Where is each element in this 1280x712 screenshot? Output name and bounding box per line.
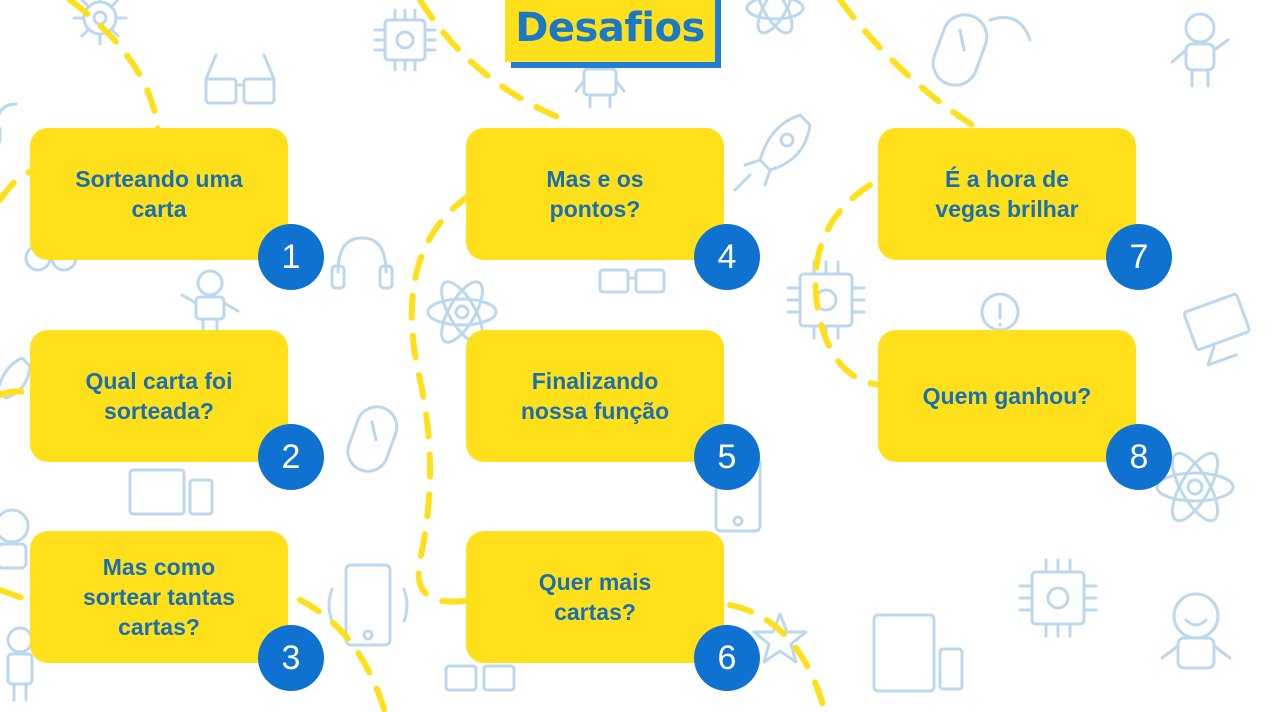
- astronaut-icon: [1160, 592, 1232, 670]
- rocket-icon: [733, 113, 812, 192]
- chip-icon: [786, 260, 866, 340]
- challenge-number-badge: 3: [258, 625, 324, 691]
- challenge-card-6[interactable]: Quer mais cartas?: [466, 531, 724, 663]
- challenge-number-badge: 7: [1106, 224, 1172, 290]
- challenge-card-2[interactable]: Qual carta foi sorteada?: [30, 330, 288, 462]
- star-icon: [752, 612, 808, 664]
- challenge-label: Finalizando nossa função: [520, 368, 670, 424]
- mouse-icon: [931, 13, 1032, 87]
- challenge-number-badge: 4: [694, 224, 760, 290]
- challenge-label: É a hora de vegas brilhar: [935, 166, 1079, 222]
- page-title: Desafios: [515, 5, 705, 51]
- astronaut-icon: [1170, 12, 1230, 88]
- challenge-card-3[interactable]: Mas como sortear tantas cartas?: [30, 531, 288, 663]
- challenge-label: Quer mais cartas?: [538, 569, 652, 625]
- rocket-icon: [0, 356, 32, 400]
- title-banner: Desafios: [505, 0, 721, 68]
- challenge-card-8[interactable]: Quem ganhou?: [878, 330, 1136, 462]
- smartphone-icon: [327, 563, 409, 647]
- challenge-number-badge: 2: [258, 424, 324, 490]
- vr-glasses-icon: [204, 53, 276, 105]
- robot-icon: [180, 269, 240, 333]
- challenge-label: Mas e os pontos?: [546, 166, 644, 222]
- challenge-card-5[interactable]: Finalizando nossa função: [466, 330, 724, 462]
- vr-glasses-icon: [444, 664, 516, 692]
- headphones-icon: [0, 102, 18, 144]
- challenge-card-4[interactable]: Mas e os pontos?: [466, 128, 724, 260]
- robot-icon: [574, 67, 626, 109]
- challenge-number-badge: 1: [258, 224, 324, 290]
- challenge-label: Mas como sortear tantas cartas?: [82, 554, 236, 640]
- challenge-card-7[interactable]: É a hora de vegas brilhar: [878, 128, 1136, 260]
- challenge-number-badge: 8: [1106, 424, 1172, 490]
- monitor-icon: [1182, 292, 1251, 367]
- chip-icon: [373, 8, 437, 72]
- challenge-number-badge: 5: [694, 424, 760, 490]
- astronaut-icon: [0, 508, 30, 570]
- challenge-card-1[interactable]: Sorteando uma carta: [30, 128, 288, 260]
- title-box: Desafios: [505, 0, 715, 62]
- challenge-number-badge: 6: [694, 625, 760, 691]
- headphones-icon: [330, 236, 394, 290]
- challenge-label: Quem ganhou?: [922, 383, 1092, 409]
- vr-glasses-icon: [598, 268, 666, 294]
- chip-icon: [1018, 558, 1098, 638]
- devices-icon: [872, 613, 964, 693]
- mouse-icon: [346, 405, 399, 473]
- challenge-label: Qual carta foi sorteada?: [85, 368, 233, 424]
- devices-icon: [128, 468, 214, 516]
- challenge-label: Sorteando uma carta: [75, 166, 243, 222]
